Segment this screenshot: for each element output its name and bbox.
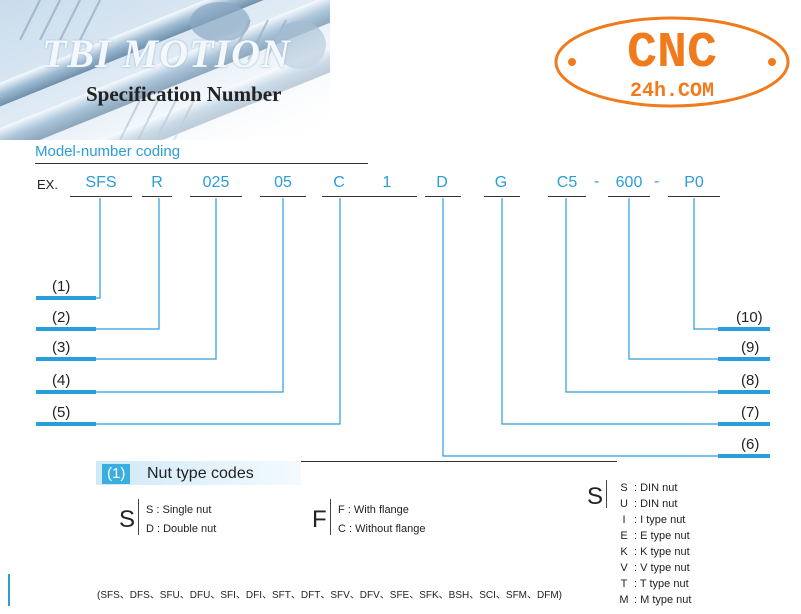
callout-1: (1) xyxy=(52,278,71,295)
nut-shape-desc: : I type nut xyxy=(634,514,686,526)
code-underline xyxy=(70,196,132,197)
group-s2-bar xyxy=(606,480,607,508)
group-s-letter: S xyxy=(119,506,136,533)
ball-screw-image xyxy=(0,0,330,140)
section-rule xyxy=(301,461,617,462)
code-underline xyxy=(322,196,417,197)
callout-6: (6) xyxy=(741,436,760,453)
code-underline xyxy=(548,196,586,197)
logo-cnc-text: CNC xyxy=(627,25,717,82)
code-underline xyxy=(190,196,242,197)
nut-shape-code: K xyxy=(620,546,628,558)
code-separator: - xyxy=(654,173,660,190)
callout-7: (7) xyxy=(741,404,760,421)
callout-2: (2) xyxy=(52,309,71,326)
group-f-item: F : With flange xyxy=(338,504,409,516)
nut-shape-code: U xyxy=(620,498,628,510)
nut-shape-code: T xyxy=(620,578,628,590)
group-s2-letter: S xyxy=(587,483,604,510)
code-underline xyxy=(484,196,520,197)
nut-shape-desc: : V type nut xyxy=(634,562,690,574)
nut-shape-desc: : M type nut xyxy=(634,594,692,606)
model-coding-rule xyxy=(35,163,368,164)
logo-graphic: CNC 24h.COM xyxy=(554,16,790,108)
code-nut-type: SFS xyxy=(85,174,117,191)
group-s-bar xyxy=(138,499,139,535)
callout-9: (9) xyxy=(741,339,760,356)
logo-domain-text: 24h.COM xyxy=(630,80,714,103)
section-title: Nut type codes xyxy=(147,465,254,482)
code-g: G xyxy=(494,174,508,191)
code-accuracy: C5 xyxy=(556,174,578,191)
code-preload: P0 xyxy=(684,174,704,191)
group-s-item: D : Double nut xyxy=(146,523,217,535)
nut-shape-desc: : T type nut xyxy=(634,578,689,590)
page-title: Specification Number xyxy=(86,82,282,106)
callout-3: (3) xyxy=(52,339,71,356)
callout-8: (8) xyxy=(741,372,760,389)
section-number: (1) xyxy=(102,464,131,484)
callout-10: (10) xyxy=(736,309,763,326)
group-f-bar xyxy=(330,499,331,535)
callout-4: (4) xyxy=(52,372,71,389)
code-underline xyxy=(668,196,720,197)
code-underline xyxy=(608,196,650,197)
code-underline xyxy=(260,196,306,197)
model-coding-label: Model-number coding xyxy=(35,143,181,160)
group-f-item: C : Without flange xyxy=(338,523,426,535)
code-d: D xyxy=(436,174,448,191)
header-banner: TBI MOTION xyxy=(0,0,330,140)
example-label: EX. xyxy=(37,177,58,192)
code-separator: - xyxy=(594,173,600,190)
code-circuits: 1 xyxy=(382,174,392,191)
nut-shape-code: V xyxy=(620,562,628,574)
code-circulation: C xyxy=(333,174,345,191)
nut-shape-desc: : DIN nut xyxy=(634,482,678,494)
nut-shape-desc: : K type nut xyxy=(634,546,690,558)
left-edge-marker xyxy=(8,574,10,606)
code-direction: R xyxy=(151,174,163,191)
nut-shape-code: S xyxy=(620,482,628,494)
applicable-models-footnote: (SFS、DFS、SFU、DFU、SFI、DFI、SFT、DFT、SFV、DFV… xyxy=(97,590,562,601)
group-s-item: S : Single nut xyxy=(146,504,212,516)
nut-shape-code: M xyxy=(619,594,629,606)
code-underline xyxy=(425,196,461,197)
nut-shape-desc: : E type nut xyxy=(634,530,690,542)
callout-5: (5) xyxy=(52,404,71,421)
code-underline xyxy=(142,196,172,197)
code-diameter: 025 xyxy=(202,174,230,191)
code-lead: 05 xyxy=(274,174,292,191)
nut-shape-code: I xyxy=(622,514,626,526)
nut-shape-desc: : DIN nut xyxy=(634,498,678,510)
banner-brand-text: TBI MOTION xyxy=(42,31,291,76)
code-length: 600 xyxy=(615,174,643,191)
cnc24h-logo: CNC 24h.COM xyxy=(552,14,792,110)
nut-shape-code: E xyxy=(620,530,628,542)
group-f-letter: F xyxy=(312,506,327,533)
